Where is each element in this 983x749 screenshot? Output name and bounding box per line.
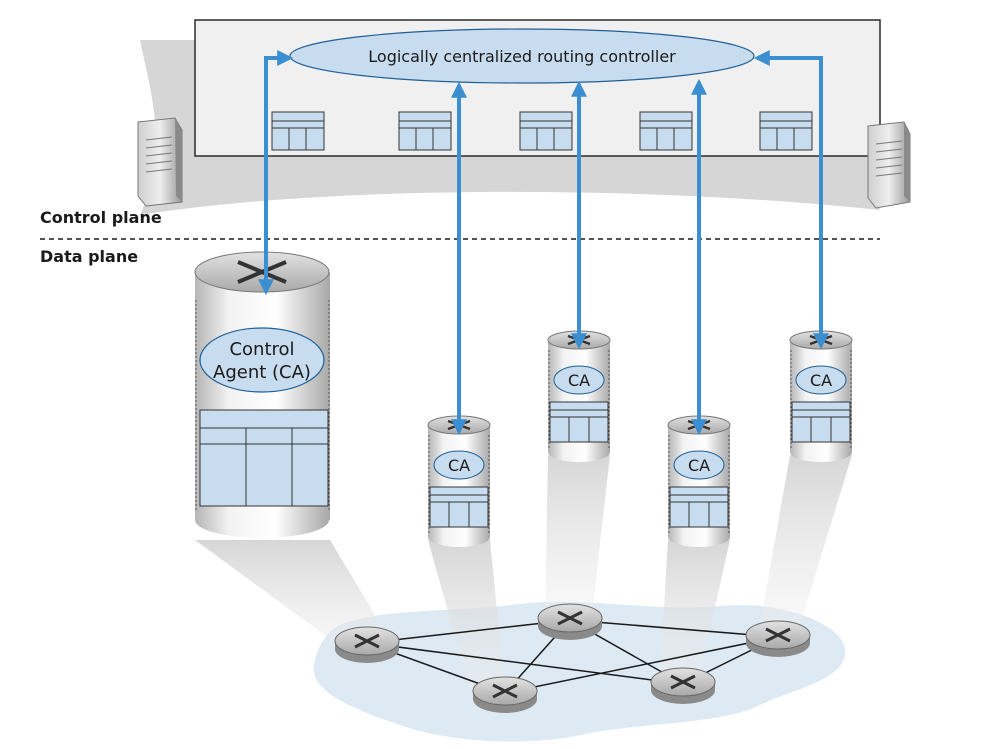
- network-router-4: [472, 676, 538, 713]
- server-right-icon: [867, 121, 911, 209]
- big-ca-label-line1: Control: [229, 339, 294, 360]
- big-ca-label-line2: Agent (CA): [213, 362, 311, 383]
- controller-table-3: [519, 111, 573, 151]
- ca-ellipse-1: [433, 450, 485, 480]
- network-router-1: [334, 626, 400, 663]
- beam-1: [428, 540, 505, 690]
- beam-2: [545, 455, 610, 615]
- arrow-big-switch: [258, 50, 294, 296]
- network-router-5: [650, 667, 716, 704]
- ca-label-2: CA: [568, 371, 590, 390]
- ca-label-4: CA: [810, 371, 832, 390]
- network-router-3: [745, 620, 811, 657]
- ca-label-1: CA: [448, 456, 470, 475]
- ca-label-3: CA: [688, 456, 710, 475]
- beam-3: [660, 540, 730, 675]
- network-cloud: [313, 601, 846, 742]
- small-switch-1: CA: [427, 415, 491, 547]
- small-switch-4: CA: [789, 330, 853, 462]
- controller-table-5: [759, 111, 813, 151]
- big-switch: Control Agent (CA): [194, 251, 330, 538]
- control-arrows: [258, 50, 829, 436]
- controller-table-1: [271, 111, 325, 151]
- beam-big: [195, 540, 390, 650]
- ca-ellipse-4: [795, 365, 847, 395]
- arrow-switch-4: [753, 50, 829, 350]
- beam-4: [760, 455, 852, 625]
- ca-ellipse-2: [553, 365, 605, 395]
- ca-ellipse-3: [673, 450, 725, 480]
- control-plane-label: Control plane: [40, 208, 162, 227]
- controller-table-2: [398, 111, 452, 151]
- small-switch-3: CA: [667, 415, 731, 547]
- server-left-icon: [137, 117, 183, 207]
- network-router-2: [537, 603, 603, 640]
- data-plane-label: Data plane: [40, 247, 138, 266]
- small-switch-2: CA: [547, 330, 611, 462]
- controller-label: Logically centralized routing controller: [368, 47, 676, 66]
- controller-table-4: [639, 111, 693, 151]
- big-ca-ellipse: [199, 327, 325, 393]
- big-flow-table: [199, 409, 329, 507]
